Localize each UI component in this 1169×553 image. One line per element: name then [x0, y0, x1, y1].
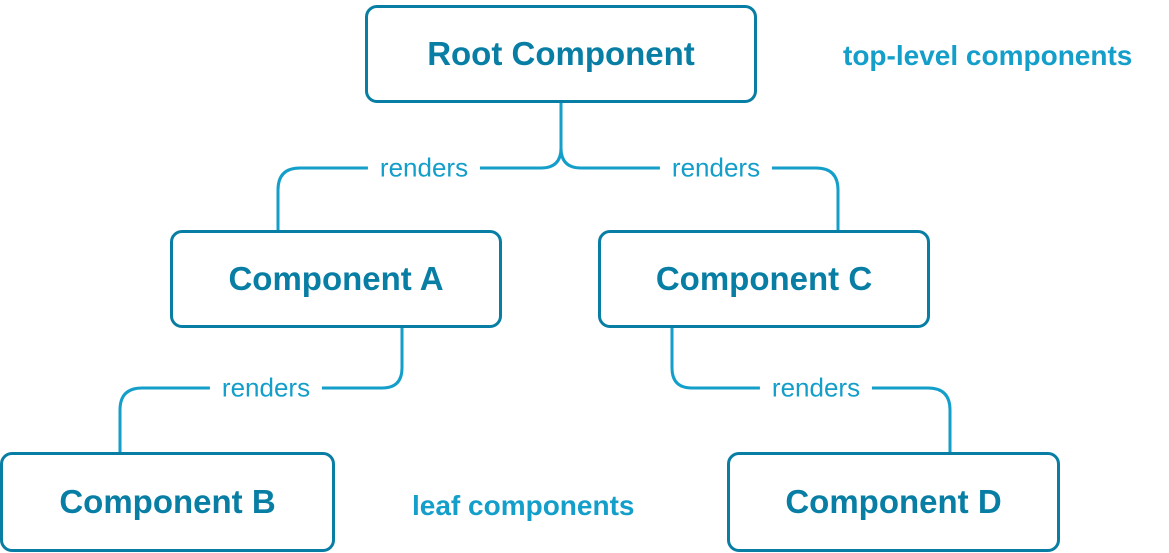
node-root-label: Root Component	[427, 35, 695, 72]
node-component-d: Component D	[727, 452, 1060, 552]
node-b-label: Component B	[59, 483, 276, 520]
node-component-a: Component A	[170, 230, 502, 328]
edge-label-renders-root-a: renders	[367, 152, 481, 184]
node-d-label: Component D	[785, 483, 1002, 520]
node-c-label: Component C	[655, 260, 873, 297]
caption-leaf-components: leaf components	[412, 490, 635, 521]
edge-label-renders-root-c: renders	[659, 152, 773, 184]
node-component-b: Component B	[0, 452, 335, 552]
node-root-component: Root Component	[365, 5, 757, 103]
node-component-c: Component C	[598, 230, 930, 328]
node-a-label: Component A	[228, 260, 444, 297]
caption-top-level-components: top-level components	[843, 40, 1133, 71]
edge-label-renders-c-d: renders	[759, 372, 873, 404]
edge-label-renders-a-b: renders	[209, 372, 323, 404]
